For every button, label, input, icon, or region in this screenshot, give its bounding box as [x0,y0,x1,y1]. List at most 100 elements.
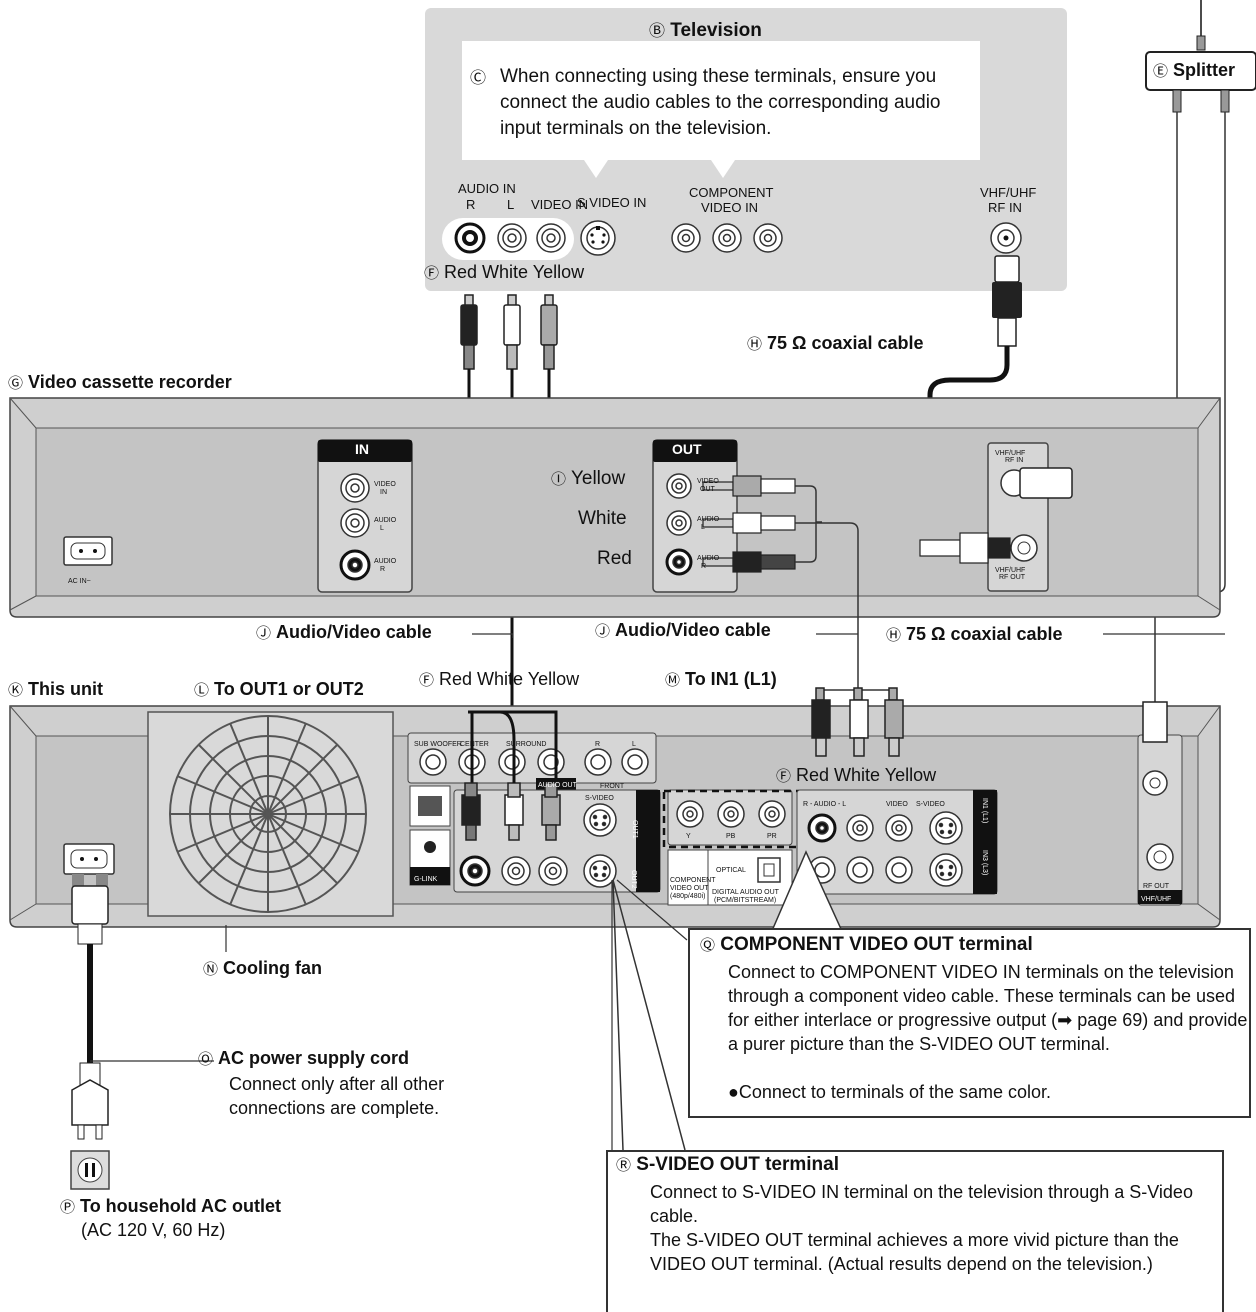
component-out-jacks [676,800,786,828]
svg-text:IN: IN [380,489,387,496]
tv-rf-in-jack [990,222,1022,254]
tv-audio-in-l-jack [497,223,527,253]
svg-text:OUT: OUT [700,486,716,493]
component-out-bullet: ●Connect to terminals of the same color. [728,1082,1052,1102]
svg-text:L: L [380,525,384,532]
in1-jacks [807,811,963,845]
s-video-out-title: Ⓡ S-VIDEO OUT terminal [616,1154,839,1175]
s-video-out-text2: The S-VIDEO OUT terminal achieves a more… [650,1230,1179,1274]
tv-audio-in-r-jack [454,222,486,254]
outlet-text: (AC 120 V, 60 Hz) [81,1220,226,1240]
cooling-fan-grille [147,711,394,917]
vcr-rf-out-plug [919,532,1011,564]
tv-s-video-in-jack [580,220,616,256]
ac-cord-title: Ⓞ AC power supply cord [198,1048,410,1068]
in1-cable-colors-label: Ⓕ Red White Yellow [776,765,937,785]
svg-text:AUDIO: AUDIO [697,555,720,562]
av-cable-label-left: Ⓙ Audio/Video cable [256,622,432,642]
tv-note-text: When connecting using these terminals, e… [500,66,941,139]
unit-rf-out-jack [1146,843,1174,871]
outlet-title: Ⓟ To household AC outlet [60,1196,282,1216]
svg-text:VIDEO: VIDEO [374,481,396,488]
ac-cord-text: Connect only after all other connections… [229,1074,445,1118]
svg-text:R: R [595,741,600,748]
svg-text:FRONT: FRONT [600,783,625,790]
vcr-label: Ⓖ Video cassette recorder [8,372,232,392]
svg-text:VIDEO: VIDEO [697,478,719,485]
vcr-out-block [652,439,738,593]
lbl-center: CENTER [460,741,489,748]
svg-text:R: R [380,566,385,573]
vcr-out-jacks [665,473,693,576]
tv-rca-plugs [460,294,558,370]
lbl-surround: SURROUND [506,741,546,748]
svg-text:DIGITAL AUDIO OUT: DIGITAL AUDIO OUT [712,889,780,896]
s-video-out-text1: Connect to S-VIDEO IN terminal on the te… [650,1182,1193,1226]
vcr-out-plugs [702,475,796,573]
svg-text:VHF/UHF: VHF/UHF [1141,896,1171,903]
svg-text:AUDIO: AUDIO [374,517,397,524]
svg-text:COMPONENT: COMPONENT [670,877,716,884]
svg-text:RF IN: RF IN [1005,457,1023,464]
svg-text:(PCM/BITSTREAM): (PCM/BITSTREAM) [714,897,776,904]
vcr-out-cables [795,485,859,690]
svg-text:G-LINK: G-LINK [414,876,438,883]
av-cable-label-right: Ⓙ Audio/Video cable [595,620,771,640]
tv-video-in-jack [536,223,566,253]
tv-note-bubble [462,41,980,178]
svg-text:(480p/480i): (480p/480i) [670,893,705,900]
svg-text:IN3 (L3): IN3 (L3) [981,850,988,875]
unit-cable-colors-label: Ⓕ Red White Yellow [419,669,580,689]
svg-text:IN1 (L1): IN1 (L1) [981,798,988,823]
tv-component-in-jacks [671,223,783,253]
vcr-rf-in-jack [1000,467,1073,499]
tv-rf-in-label: RF IN [988,200,1022,215]
out1-plugs [461,710,561,841]
svg-text:VHF/UHF: VHF/UHF [995,567,1025,574]
component-out-callout: Ⓠ COMPONENT VIDEO OUT terminal Connect t… [688,928,1251,1118]
svg-text:Y: Y [686,833,691,840]
leader-lines [225,633,1225,1158]
coax-cable-label-bottom: Ⓗ 75 Ω coaxial cable [886,624,1063,644]
tv-component-label: COMPONENT [689,185,774,200]
svg-text:OUT1: OUT1 [631,820,638,839]
tv-cable-colors-label: Ⓕ Red White Yellow [424,262,585,282]
svg-text:RF OUT: RF OUT [999,574,1026,581]
svg-text:VHF/UHF: VHF/UHF [995,450,1025,457]
svg-text:OUT2: OUT2 [630,870,637,889]
svg-text:RF OUT: RF OUT [1143,883,1170,890]
tv-note-letter: Ⓒ [470,70,487,87]
svg-text:OPTICAL: OPTICAL [716,867,746,874]
svg-text:AUDIO: AUDIO [697,516,720,523]
cooling-fan-label: Ⓝ Cooling fan [203,958,323,978]
svg-text:L: L [632,741,636,748]
vcr-in-label: IN [355,441,369,457]
to-in1-label: Ⓜ To IN1 (L1) [665,669,777,689]
svg-text:S-VIDEO: S-VIDEO [916,801,945,808]
svg-text:VIDEO: VIDEO [886,801,908,808]
tv-vhf-uhf-label: VHF/UHF [980,185,1037,200]
lbl-sub-woofer: SUB WOOFER [414,741,462,748]
svg-text:AUDIO: AUDIO [374,558,397,565]
household-outlet-icon [70,1150,110,1190]
s-video-out-callout: Ⓡ S-VIDEO OUT terminal Connect to S-VIDE… [606,1150,1224,1312]
unit-ac-in-socket [63,843,115,875]
antenna-plug [1196,35,1206,51]
vcr-yellow-label: Ⓘ Yellow [551,468,626,489]
tv-component-video-in-label: VIDEO IN [701,200,759,215]
power-cord [71,874,214,1140]
tv-l-label: L [507,197,515,212]
svg-text:PR: PR [767,833,777,840]
splitter-label: Ⓔ Splitter [1153,60,1236,80]
unit-rf-plug [1142,701,1168,796]
tv-video-in-label: VIDEO IN [531,197,589,212]
svg-text:S-VIDEO: S-VIDEO [585,795,614,802]
tv-r-label: R [466,197,476,212]
vcr-out-label: OUT [672,441,702,457]
in1-plugs [811,687,904,757]
unit-rf-block [1137,734,1183,906]
svg-text:R - AUDIO - L: R - AUDIO - L [803,801,846,808]
to-out1-out2-label: Ⓛ To OUT1 or OUT2 [194,679,364,699]
out2-jacks [459,803,617,888]
